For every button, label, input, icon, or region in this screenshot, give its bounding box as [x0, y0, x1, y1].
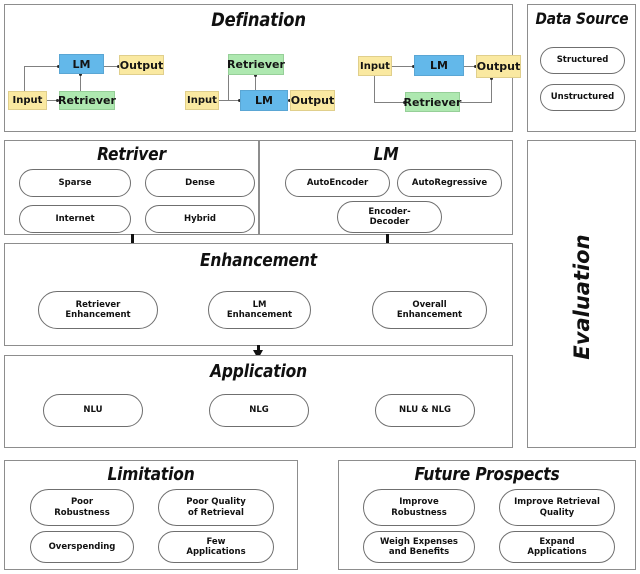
edge-input-retriever-vertical: [228, 67, 230, 100]
panel-retriver-lm: Retriver LM Sparse Dense Internet Hybrid…: [4, 140, 513, 235]
edge-lm-output: [464, 66, 476, 68]
panel-evaluation: Evaluation: [527, 140, 636, 448]
node-retriever: Retriever: [404, 92, 461, 112]
edge-dot: [56, 98, 59, 102]
arrow-enhancement-to-application-head: [253, 350, 263, 359]
panel-future-prospects: Future Prospects Improve Robustness Impr…: [338, 460, 636, 570]
application-item-nlg[interactable]: NLG: [209, 394, 309, 427]
edge-input-lm-horizontal: [24, 66, 59, 68]
panel-title-lm: LM: [373, 144, 399, 165]
edge-lm-output: [104, 66, 119, 68]
future-item-improve-robustness[interactable]: Improve Robustness: [363, 489, 475, 526]
edge-input-retriever-horizontal: [374, 102, 405, 104]
edge-dot: [56, 64, 60, 68]
edge-input-retriever: [47, 100, 59, 102]
node-lm: LM: [414, 55, 464, 76]
lm-item-autoencoder[interactable]: AutoEncoder: [285, 169, 390, 197]
node-output: Output: [119, 55, 164, 75]
retriever-item-dense[interactable]: Dense: [145, 169, 255, 197]
limitation-item-overspending[interactable]: Overspending: [30, 531, 134, 563]
edge-dot: [403, 100, 406, 104]
application-item-nlu-nlg[interactable]: NLU & NLG: [375, 394, 475, 427]
panel-title-future-prospects: Future Prospects: [414, 464, 560, 485]
retriever-item-sparse[interactable]: Sparse: [19, 169, 131, 197]
panel-title-data-source: Data Source: [535, 9, 629, 28]
data-source-item-structured[interactable]: Structured: [540, 47, 625, 74]
panel-data-source: Data Source Structured Unstructured: [527, 4, 636, 132]
node-input: Input: [358, 56, 392, 76]
enhancement-item-overall[interactable]: Overall Enhancement: [372, 291, 487, 329]
panel-limitation: Limitation Poor Robustness Poor Quality …: [4, 460, 298, 570]
node-retriever: Retriever: [58, 91, 116, 110]
panel-enhancement: Enhancement Retriever Enhancement LM Enh…: [4, 243, 513, 346]
panel-title-limitation: Limitation: [107, 464, 195, 485]
node-input: Input: [185, 91, 219, 110]
limitation-item-poor-robustness[interactable]: Poor Robustness: [30, 489, 134, 526]
retriever-item-hybrid[interactable]: Hybrid: [145, 205, 255, 233]
future-item-expand-applications[interactable]: Expand Applications: [499, 531, 615, 563]
edge-dot: [238, 98, 241, 102]
panel-title-enhancement: Enhancement: [200, 250, 317, 271]
node-input: Input: [8, 91, 47, 110]
edge-dot: [490, 77, 493, 80]
node-output: Output: [476, 55, 521, 78]
edge-dot: [117, 64, 120, 68]
node-output: Output: [290, 90, 335, 111]
edge-retriever-lm: [255, 75, 257, 91]
edge-dot: [412, 64, 415, 68]
edge-input-lm: [219, 100, 240, 102]
edge-retriever-lm: [80, 74, 82, 92]
enhancement-item-retriever[interactable]: Retriever Enhancement: [38, 291, 158, 329]
future-item-improve-retrieval-quality[interactable]: Improve Retrieval Quality: [499, 489, 615, 526]
node-retriever: Retriever: [227, 54, 285, 75]
data-source-item-unstructured[interactable]: Unstructured: [540, 84, 625, 111]
panel-title-retriver: Retriver: [97, 144, 166, 165]
edge-dot: [288, 98, 291, 102]
edge-dot: [474, 64, 477, 68]
edge-dot: [79, 73, 82, 76]
panel-divider: [258, 141, 260, 234]
edge-input-lm-vertical: [24, 66, 26, 94]
panel-application: Application NLU NLG NLU & NLG: [4, 355, 513, 448]
future-item-weigh-expenses-and-benefits[interactable]: Weigh Expenses and Benefits: [363, 531, 475, 563]
edge-output-retriever-vertical: [491, 78, 493, 102]
edge-input-lm: [392, 66, 414, 68]
panel-title-application: Application: [210, 361, 307, 382]
node-lm: LM: [59, 54, 104, 74]
lm-item-encoder-decoder[interactable]: Encoder- Decoder: [337, 201, 442, 233]
limitation-item-poor-quality-of-retrieval[interactable]: Poor Quality of Retrieval: [158, 489, 274, 526]
edge-dot: [254, 74, 257, 77]
edge-input-retriever-vertical: [374, 76, 376, 103]
application-item-nlu[interactable]: NLU: [43, 394, 143, 427]
lm-item-autoregressive[interactable]: AutoRegressive: [397, 169, 502, 197]
panel-title-evaluation: Evaluation: [570, 234, 594, 360]
retriever-item-internet[interactable]: Internet: [19, 205, 131, 233]
panel-title-defination: Defination: [211, 9, 306, 31]
limitation-item-few-applications[interactable]: Few Applications: [158, 531, 274, 563]
node-lm: LM: [240, 90, 288, 111]
arrow-enhancement-to-application-stem: [257, 345, 260, 352]
enhancement-item-lm[interactable]: LM Enhancement: [208, 291, 311, 329]
edge-output-retriever-horizontal: [460, 102, 492, 104]
